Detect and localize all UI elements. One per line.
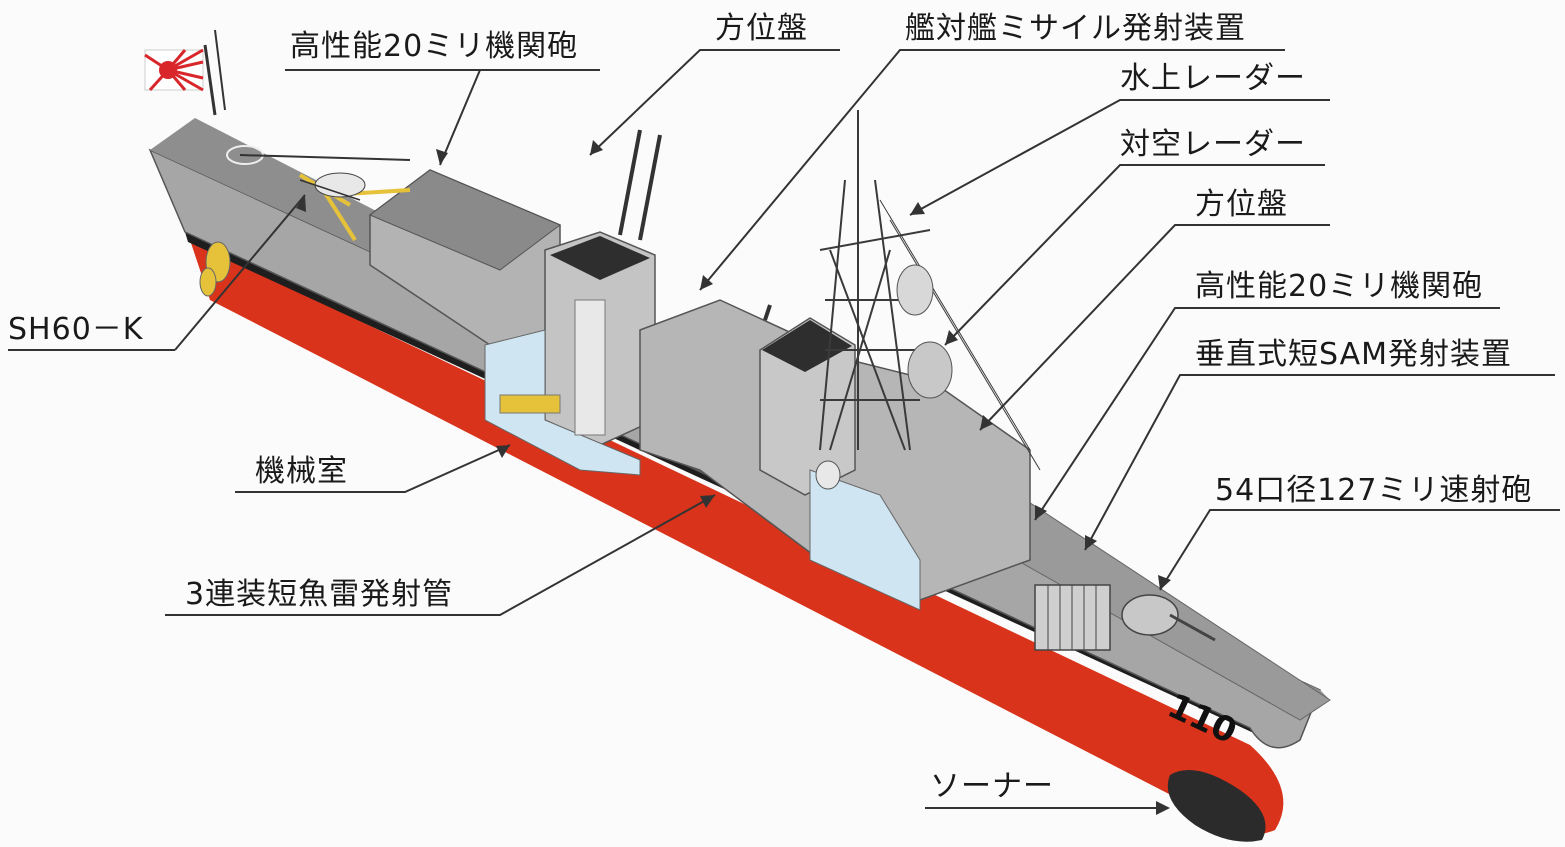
forward-cutaway [809, 469, 921, 611]
helicopter [239, 154, 411, 201]
label-ssm-launcher: 艦対艦ミサイル発射装置 [905, 11, 1246, 46]
machinery-cutaway [484, 329, 641, 476]
forward-mast-block [759, 317, 856, 496]
lattice-mast [819, 110, 1041, 471]
label-torpedo-tubes: 3連装短魚雷発射管 [185, 577, 454, 612]
leader-arrowheads [296, 140, 1171, 815]
label-director-aft: 方位盤 [715, 11, 808, 46]
propeller [199, 241, 231, 297]
label-vls-sam: 垂直式短SAM発射装置 [1195, 337, 1513, 372]
label-surface-radar: 水上レーダー [1120, 61, 1306, 96]
leader-lines [8, 49, 1560, 809]
label-helicopter: SH60－K [8, 312, 144, 347]
label-ciws-fwd: 高性能20ミリ機関砲 [1195, 269, 1484, 304]
label-machinery-room: 機械室 [255, 454, 348, 489]
hull-red-bottom [190, 240, 1284, 835]
label-director-fwd: 方位盤 [1195, 187, 1288, 222]
aft-mast-top [550, 236, 650, 280]
aft-superstructure-top [369, 169, 561, 271]
ensign-flag [144, 29, 226, 116]
label-air-radar: 対空レーダー [1120, 127, 1306, 162]
label-ciws-aft: 高性能20ミリ機関砲 [290, 29, 579, 64]
label-sonar: ソーナー [930, 769, 1054, 804]
sonar-dome [1167, 770, 1266, 842]
main-gun-turret [1121, 594, 1179, 636]
label-main-gun: 54口径127ミリ速射砲 [1215, 473, 1533, 508]
